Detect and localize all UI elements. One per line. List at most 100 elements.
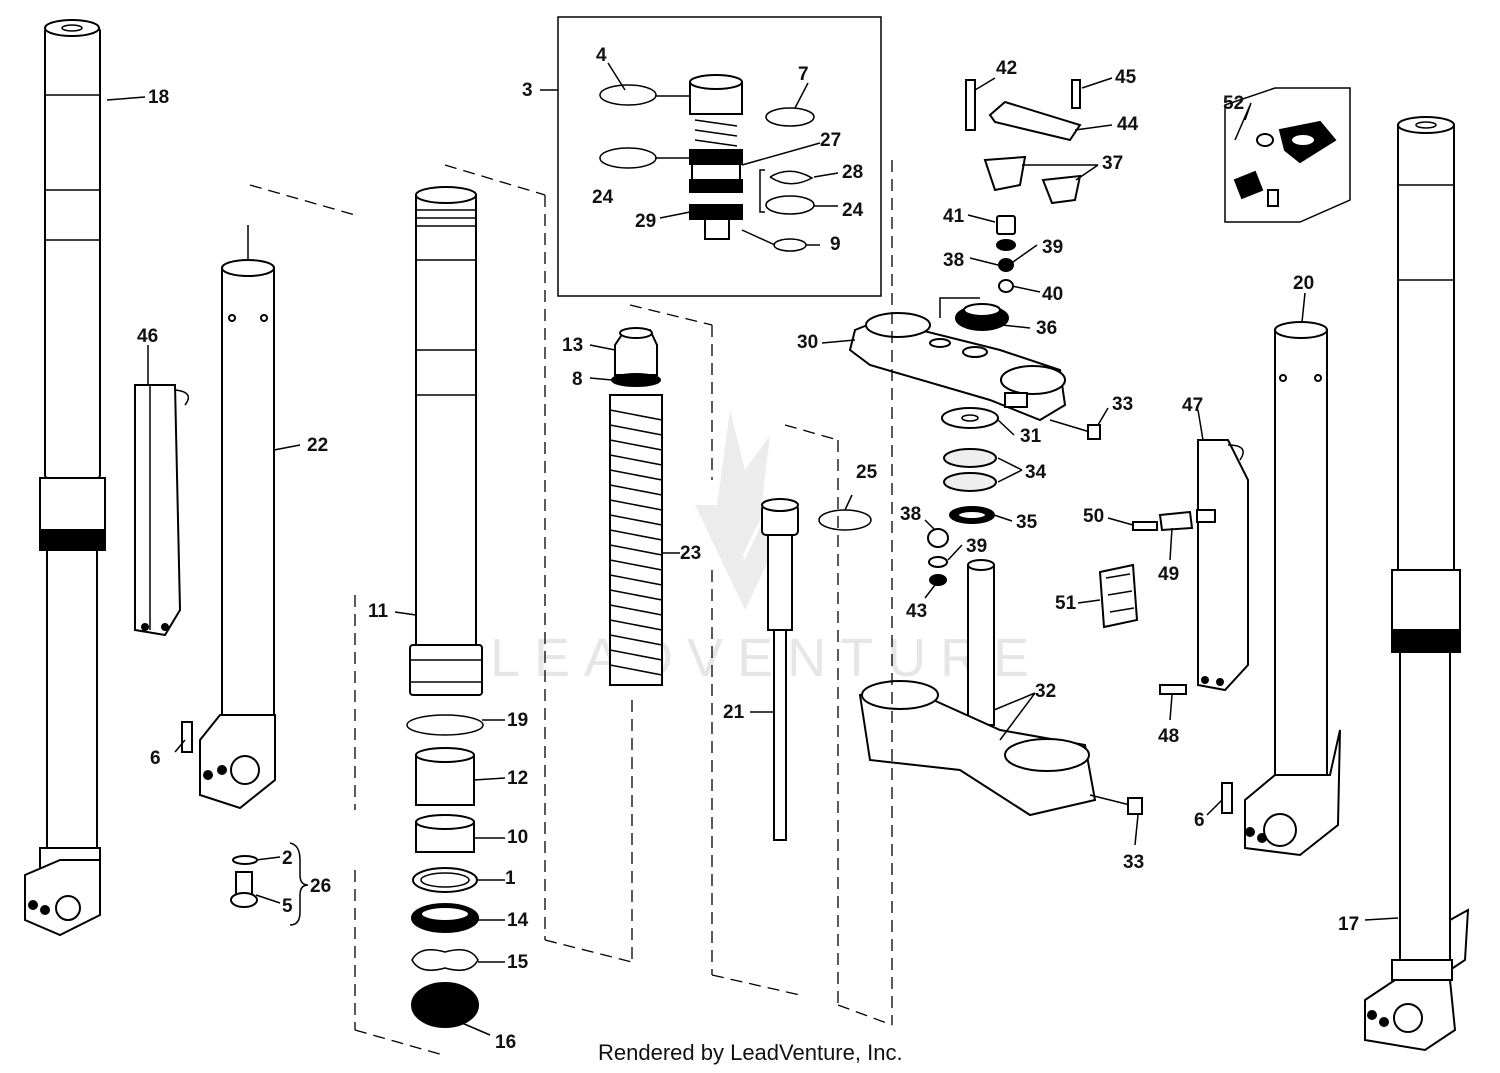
part-23-fork-spring [609, 394, 663, 686]
callout-41: 41 [943, 206, 965, 227]
part-16-dust-seal [411, 982, 479, 1028]
part-10-bushing [415, 814, 475, 853]
leadventure-watermark: LEADVENTURE [490, 410, 1043, 688]
part-18-outer-tube-left [24, 19, 106, 937]
callout-33b: 33 [1123, 852, 1144, 873]
callout-12: 12 [507, 768, 528, 789]
part-25-o-ring [818, 509, 872, 531]
alignment-lines [249, 160, 893, 1056]
callout-26: 26 [310, 876, 331, 897]
callout-49: 49 [1158, 564, 1179, 585]
part-13-spring-collar [614, 327, 658, 376]
part-37-bar-clamp-lower [983, 155, 1082, 205]
callout-18: 18 [148, 87, 169, 108]
callout-35: 35 [1016, 512, 1038, 533]
callout-39b: 39 [966, 536, 987, 557]
callout-45: 45 [1115, 67, 1137, 88]
callout-13: 13 [562, 335, 583, 356]
callout-9: 9 [830, 234, 841, 255]
callout-7: 7 [798, 64, 809, 85]
callout-40: 40 [1042, 284, 1063, 305]
part-28-ring [769, 170, 814, 185]
callout-25: 25 [856, 462, 878, 483]
callout-10: 10 [507, 827, 528, 848]
part-32-lower-clamp [858, 559, 1097, 817]
callout-2: 2 [282, 848, 293, 869]
callout-51: 51 [1055, 593, 1077, 614]
callout-44: 44 [1117, 114, 1139, 135]
part-15-clip [411, 949, 479, 971]
callout-29: 29 [635, 211, 656, 232]
callout-46: 46 [137, 326, 158, 347]
callout-42: 42 [996, 58, 1017, 79]
part-48-bolt [1159, 684, 1187, 695]
callout-36: 36 [1036, 318, 1057, 339]
callout-3: 3 [522, 80, 533, 101]
part-12-bushing [415, 747, 475, 806]
callout-43: 43 [906, 601, 927, 622]
callout-48: 48 [1158, 726, 1179, 747]
part-34-bearings [943, 448, 997, 492]
part-50-bolt [1132, 521, 1158, 531]
callout-23: 23 [680, 543, 701, 564]
callout-17: 17 [1338, 914, 1359, 935]
callout-20: 20 [1293, 273, 1314, 294]
part-17-outer-tube-right [1364, 116, 1470, 1052]
part-41-spacer [996, 215, 1016, 235]
part-21-damper-rod [761, 498, 799, 841]
callout-4: 4 [596, 45, 607, 66]
part-38-nut [998, 258, 1014, 272]
part-33-bolt-lower [1089, 794, 1143, 815]
callout-15: 15 [507, 952, 529, 973]
part-52-hardware-kit [1224, 87, 1351, 223]
callout-34: 34 [1025, 462, 1047, 483]
callout-22: 22 [307, 435, 328, 456]
part-3-cartridge-inset [557, 16, 882, 297]
callout-52: 52 [1223, 93, 1244, 114]
callout-14: 14 [507, 910, 529, 931]
part-9-o-ring [773, 238, 807, 252]
part-11-outer-tube [409, 186, 483, 696]
part-1-washer [412, 867, 478, 893]
part-49-bracket [1158, 509, 1216, 532]
callout-labels: 1 2 3 4 5 6 7 8 9 10 11 12 13 14 15 16 1… [137, 45, 1359, 1053]
part-7-o-ring [765, 107, 815, 127]
part-8-o-ring [611, 373, 661, 387]
part-14-oil-seal [411, 903, 479, 933]
callout-38: 38 [943, 250, 964, 271]
callout-39: 39 [1042, 237, 1063, 258]
part-38-nut-lower [927, 528, 949, 548]
part-43-washer [929, 574, 947, 586]
part-44-bar-clamp-upper [988, 100, 1082, 142]
part-39-washer-lower [928, 556, 948, 568]
callout-47: 47 [1182, 395, 1203, 416]
part-47-fork-guard-right [1197, 439, 1249, 692]
part-6-bolt-right [1221, 782, 1233, 814]
callout-24: 24 [592, 187, 614, 208]
part-5-air-bleed-screw [230, 871, 258, 908]
callout-24b: 24 [842, 200, 864, 221]
part-33-bolt-upper [1049, 419, 1101, 440]
part-24b-o-ring [765, 195, 815, 215]
part-36-stem-nut [955, 303, 1009, 331]
part-40-washer [998, 279, 1014, 293]
footer-credit: Rendered by LeadVenture, Inc. [598, 1040, 903, 1065]
callout-8: 8 [572, 369, 583, 390]
part-42-bolt [965, 79, 976, 131]
part-19-clip [406, 714, 484, 736]
callout-37: 37 [1102, 153, 1123, 174]
watermark-text: LEADVENTURE [490, 628, 1043, 688]
callout-50: 50 [1083, 506, 1104, 527]
part-24-o-ring [599, 147, 657, 169]
callout-31: 31 [1020, 426, 1042, 447]
leader-lines [106, 62, 1399, 1036]
part-51-reflector [1098, 563, 1139, 629]
callout-28: 28 [842, 162, 863, 183]
callout-5: 5 [282, 896, 293, 917]
part-46-fork-guard-left [134, 384, 190, 637]
callout-1: 1 [505, 868, 516, 889]
part-31-dust-seal [941, 407, 999, 429]
callout-27: 27 [820, 130, 841, 151]
callout-11: 11 [368, 601, 389, 622]
